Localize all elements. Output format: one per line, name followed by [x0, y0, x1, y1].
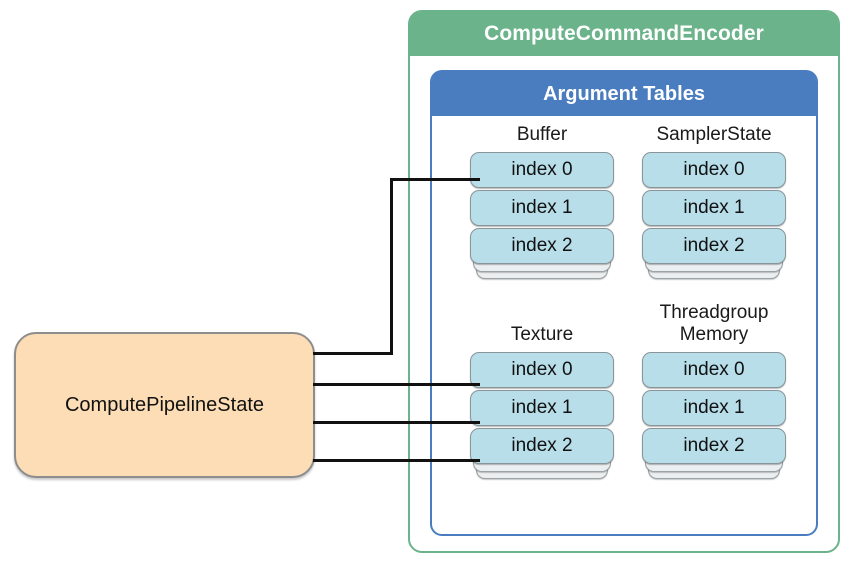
threadgroup-memory-index-2-cell[interactable]: index 2: [642, 428, 786, 464]
connector-pipeline-to-buffer-index-0-segment-h1: [313, 352, 393, 355]
texture-index-2-cell[interactable]: index 2: [470, 428, 614, 464]
threadgroup-memory-column: Threadgroup Memory index 0 index 1 index…: [642, 302, 786, 479]
texture-index-1-cell[interactable]: index 1: [470, 390, 614, 426]
connector-pipeline-to-texture-index-2: [313, 459, 480, 462]
samplerstate-index-2-cell[interactable]: index 2: [642, 228, 786, 264]
samplerstate-cell-stack: index 0 index 1 index 2: [642, 152, 786, 279]
compute-pipeline-state-label: ComputePipelineState: [64, 393, 264, 416]
texture-column: Texture index 0 index 1 index 2: [470, 324, 614, 479]
buffer-column-label: Buffer: [516, 124, 568, 145]
connector-pipeline-to-buffer-index-0-segment-h2: [390, 178, 480, 181]
argument-tables-title: Argument Tables: [432, 72, 816, 116]
compute-pipeline-state-box[interactable]: ComputePipelineState: [14, 332, 315, 478]
compute-command-encoder-title: ComputeCommandEncoder: [410, 12, 838, 56]
connector-pipeline-to-buffer-index-0-segment-v: [390, 178, 393, 355]
buffer-index-2-cell[interactable]: index 2: [470, 228, 614, 264]
samplerstate-column-label: SamplerState: [656, 124, 772, 145]
threadgroup-memory-index-0-cell[interactable]: index 0: [642, 352, 786, 388]
texture-index-0-cell[interactable]: index 0: [470, 352, 614, 388]
threadgroup-memory-index-1-cell[interactable]: index 1: [642, 390, 786, 426]
texture-column-label: Texture: [510, 324, 574, 345]
texture-cell-stack: index 0 index 1 index 2: [470, 352, 614, 479]
buffer-cell-stack: index 0 index 1 index 2: [470, 152, 614, 279]
threadgroup-memory-column-label: Threadgroup Memory: [659, 302, 769, 345]
connector-pipeline-to-texture-index-1: [313, 421, 480, 424]
connector-pipeline-to-texture-index-0: [313, 383, 480, 386]
buffer-column: Buffer index 0 index 1 index 2: [470, 124, 614, 279]
buffer-index-0-cell[interactable]: index 0: [470, 152, 614, 188]
threadgroup-memory-cell-stack: index 0 index 1 index 2: [642, 352, 786, 479]
samplerstate-column: SamplerState index 0 index 1 index 2: [642, 124, 786, 279]
buffer-index-1-cell[interactable]: index 1: [470, 190, 614, 226]
samplerstate-index-1-cell[interactable]: index 1: [642, 190, 786, 226]
argument-tables-box: Argument Tables Buffer index 0 index 1 i…: [430, 70, 818, 536]
samplerstate-index-0-cell[interactable]: index 0: [642, 152, 786, 188]
